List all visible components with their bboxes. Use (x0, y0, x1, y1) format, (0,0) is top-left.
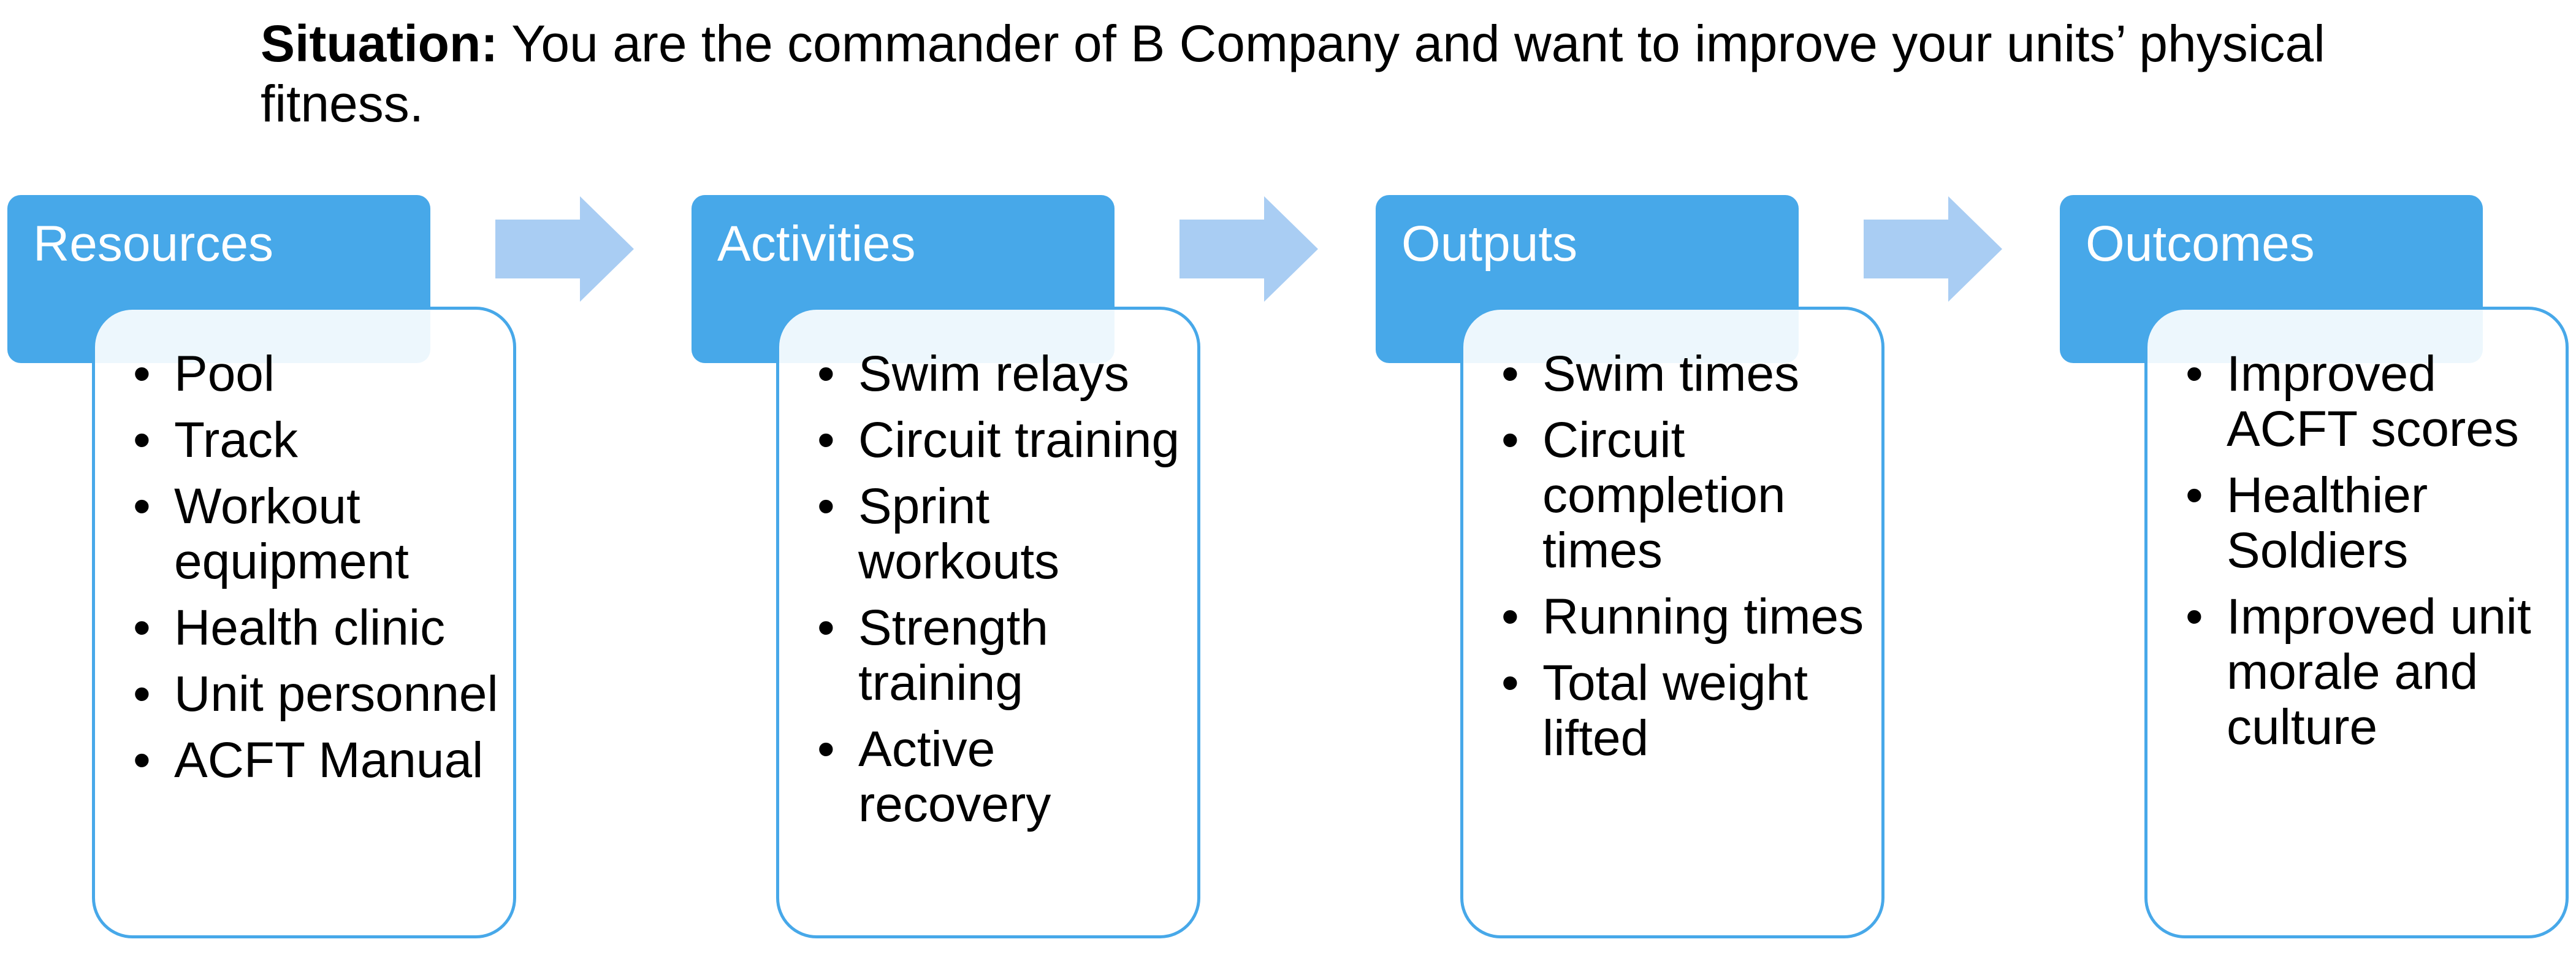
list-item: Running times (1501, 589, 1869, 645)
list-item: Sprint workouts (817, 479, 1185, 589)
arrow-shape (495, 196, 634, 302)
header-title-activities: Activities (717, 216, 916, 272)
list-item: Improved ACFT scores (2185, 347, 2553, 457)
header-title-outputs: Outputs (1401, 216, 1578, 272)
column-outcomes: Outcomes Improved ACFT scores Healthier … (2052, 0, 2576, 958)
situation-label: Situation: (261, 15, 498, 72)
content-box-outcomes: Improved ACFT scores Healthier Soldiers … (2144, 307, 2569, 938)
list-item: ACFT Manual (133, 733, 501, 789)
item-list-resources: Pool Track Workout equipment Health clin… (133, 347, 501, 799)
content-box-outputs: Swim times Circuit completion times Runn… (1460, 307, 1884, 938)
list-item: Swim times (1501, 347, 1869, 402)
content-box-activities: Swim relays Circuit training Sprint work… (776, 307, 1200, 938)
list-item: Health clinic (133, 600, 501, 656)
list-item: Workout equipment (133, 479, 501, 589)
list-item: Circuit training (817, 413, 1185, 469)
flow-arrow-2 (1179, 196, 1318, 302)
item-list-activities: Swim relays Circuit training Sprint work… (817, 347, 1185, 843)
list-item: Total weight lifted (1501, 656, 1869, 766)
list-item: Swim relays (817, 347, 1185, 402)
list-item: Active recovery (817, 722, 1185, 832)
item-list-outcomes: Improved ACFT scores Healthier Soldiers … (2185, 347, 2553, 766)
list-item: Improved unit morale and culture (2185, 589, 2553, 755)
content-box-resources: Pool Track Workout equipment Health clin… (92, 307, 516, 938)
list-item: Pool (133, 347, 501, 402)
column-activities: Activities Swim relays Circuit training … (684, 0, 1334, 958)
column-outputs: Outputs Swim times Circuit completion ti… (1368, 0, 2018, 958)
list-item: Strength training (817, 600, 1185, 711)
list-item: Healthier Soldiers (2185, 468, 2553, 578)
situation-text: You are the commander of B Company and w… (261, 15, 2325, 132)
situation-statement: Situation: You are the commander of B Co… (261, 13, 2443, 134)
arrow-shape (1179, 196, 1318, 302)
column-resources: Resources Pool Track Workout equipment H… (0, 0, 650, 958)
list-item: Circuit completion times (1501, 413, 1869, 578)
header-title-resources: Resources (33, 216, 273, 272)
item-list-outputs: Swim times Circuit completion times Runn… (1501, 347, 1869, 777)
arrow-shape (1864, 196, 2002, 302)
flow-arrow-1 (495, 196, 634, 302)
flow-arrow-3 (1864, 196, 2002, 302)
header-title-outcomes: Outcomes (2086, 216, 2315, 272)
list-item: Track (133, 413, 501, 469)
list-item: Unit personnel (133, 667, 501, 722)
